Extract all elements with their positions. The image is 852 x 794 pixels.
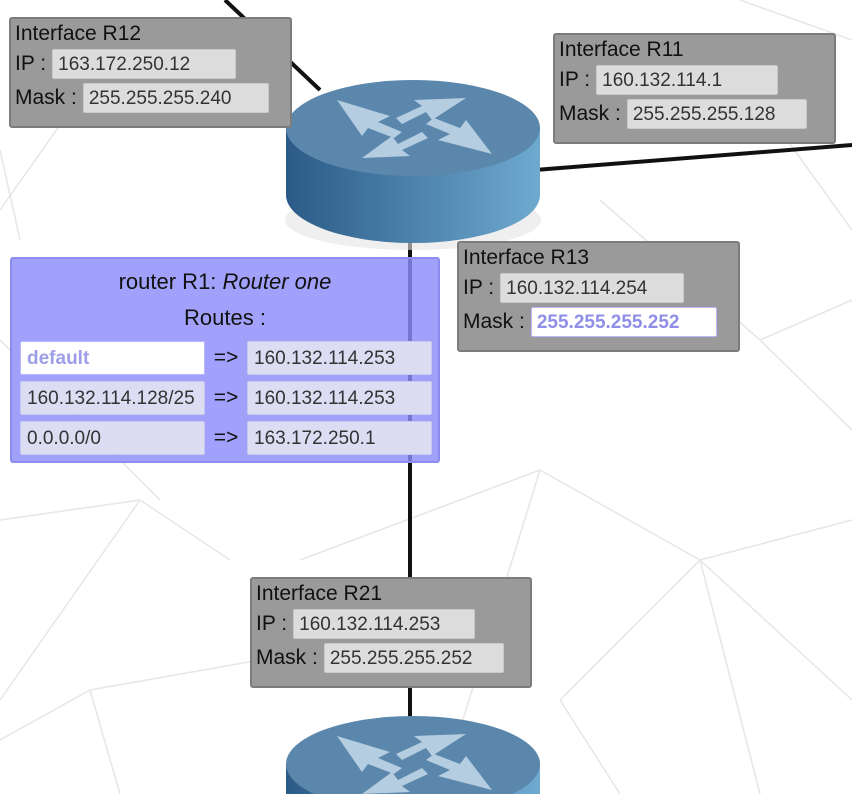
mask-field[interactable]: 255.255.255.252	[323, 643, 504, 673]
interface-title: Interface R11	[559, 38, 684, 61]
ip-field[interactable]: 160.132.114.254	[500, 273, 685, 303]
interface-r21-panel: Interface R21 IP : 160.132.114.253 Mask …	[250, 577, 532, 688]
route-destination-field[interactable]: default	[20, 341, 205, 375]
route-destination-field[interactable]: 160.132.114.128/25	[20, 381, 205, 415]
interface-title: Interface R21	[256, 582, 383, 605]
ip-label: IP :	[15, 52, 47, 75]
ip-label: IP :	[559, 68, 591, 91]
mask-label: Mask :	[256, 646, 318, 669]
router-icon[interactable]	[282, 712, 544, 794]
route-gateway-field[interactable]: 160.132.114.253	[247, 381, 432, 415]
route-destination-field[interactable]: 0.0.0.0/0	[20, 421, 205, 455]
mask-field[interactable]: 255.255.255.252	[530, 307, 717, 337]
ip-label: IP :	[256, 612, 288, 635]
routes-heading: Routes :	[184, 305, 266, 330]
router-id: router R1:	[118, 269, 223, 294]
ip-field[interactable]: 160.132.114.253	[293, 609, 476, 639]
interface-r11-panel: Interface R11 IP : 160.132.114.1 Mask : …	[553, 33, 836, 144]
mask-label: Mask :	[559, 102, 621, 125]
route-row: 160.132.114.128/25 => 160.132.114.253	[20, 381, 432, 415]
router-title: router R1: Router one	[12, 269, 438, 295]
link-r11	[534, 143, 852, 172]
ip-field[interactable]: 160.132.114.1	[596, 65, 779, 95]
interface-r12-panel: Interface R12 IP : 163.172.250.12 Mask :…	[9, 17, 292, 128]
route-arrow: =>	[213, 386, 239, 409]
mask-field[interactable]: 255.255.255.128	[626, 99, 807, 129]
interface-r13-panel: Interface R13 IP : 160.132.114.254 Mask …	[457, 241, 740, 352]
route-gateway-field[interactable]: 163.172.250.1	[247, 421, 432, 455]
ip-field[interactable]: 163.172.250.12	[52, 49, 237, 79]
ip-label: IP :	[463, 276, 495, 299]
router-name[interactable]: Router one	[222, 269, 332, 294]
route-gateway-field[interactable]: 160.132.114.253	[247, 341, 432, 375]
mask-label: Mask :	[15, 86, 77, 109]
mask-label: Mask :	[463, 310, 525, 333]
router-icon[interactable]	[282, 70, 544, 252]
mask-field[interactable]: 255.255.255.240	[82, 83, 269, 113]
router-r1-panel: router R1: Router one Routes : default =…	[10, 257, 440, 463]
route-row: 0.0.0.0/0 => 163.172.250.1	[20, 421, 432, 455]
interface-title: Interface R13	[463, 246, 590, 269]
route-arrow: =>	[213, 346, 239, 369]
route-arrow: =>	[213, 426, 239, 449]
interface-title: Interface R12	[15, 22, 142, 45]
route-row: default => 160.132.114.253	[20, 341, 432, 375]
